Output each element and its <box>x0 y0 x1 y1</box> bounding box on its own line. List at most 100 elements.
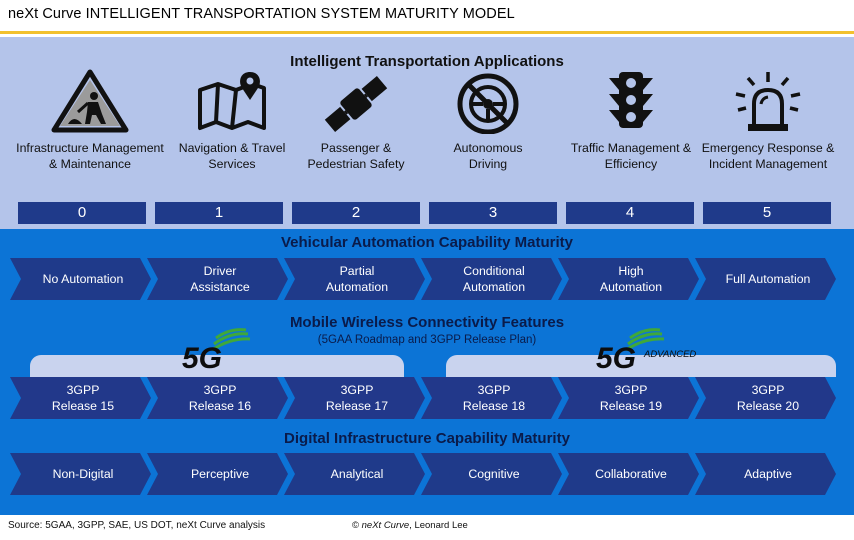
release-chevron-3 <box>421 377 562 419</box>
release-chevron-0 <box>10 377 151 419</box>
satellite-icon <box>324 76 388 132</box>
app-label-line1: Emergency Response & <box>701 141 835 155</box>
emergency-beacon-icon <box>735 72 801 131</box>
5g-advanced-logo-text: 5G <box>596 342 636 372</box>
label-line1: 3GPP <box>203 383 237 397</box>
label-line1: Adaptive <box>744 467 792 481</box>
5g-advanced-bar <box>446 355 836 377</box>
app-passenger-safety: Passenger &Pedestrian Safety <box>276 68 436 172</box>
app-infrastructure: Infrastructure Management & Maintenance <box>10 68 170 172</box>
vehicular-chevron-1 <box>147 258 288 300</box>
wireless-heading: Mobile Wireless Connectivity Features <box>289 314 565 331</box>
label-line2: Release 17 <box>325 399 389 413</box>
label-line1: 3GPP <box>340 383 374 397</box>
diagram-title: neXt Curve INTELLIGENT TRANSPORTATION SY… <box>8 6 515 22</box>
5g-logo: 5G <box>182 328 251 372</box>
label-line1: Driver <box>203 264 237 278</box>
copyright-symbol: © <box>352 520 359 531</box>
vehicular-chevron-2 <box>284 258 425 300</box>
vehicular-label-0: No Automation <box>23 258 143 300</box>
label-line1: Partial <box>339 264 375 278</box>
app-label-line1: Autonomous <box>453 141 523 155</box>
app-label-line2: Driving <box>468 157 508 171</box>
app-label-line2: Incident Management <box>708 157 828 171</box>
digital-chevron-2 <box>284 453 425 495</box>
label-line2: Release 20 <box>736 399 800 413</box>
label-line2: Automation <box>325 280 389 294</box>
digital-label-1: Perceptive <box>160 453 280 495</box>
digital-chevron-3 <box>421 453 562 495</box>
vehicular-chevron-row <box>10 258 836 300</box>
release-chevron-2 <box>284 377 425 419</box>
5g-bar <box>30 355 404 377</box>
level-box-5: 5 <box>703 202 831 224</box>
traffic-light-icon <box>609 72 653 128</box>
app-label-line1: Infrastructure Management <box>16 141 164 155</box>
label-line2: Release 16 <box>188 399 252 413</box>
map-pin-icon <box>198 72 266 130</box>
label-line2: Assistance <box>190 280 250 294</box>
release-label-4: 3GPP Release 19 <box>571 377 691 419</box>
label-line1: Collaborative <box>595 467 667 481</box>
digital-label-0: Non-Digital <box>23 453 143 495</box>
digital-chevron-1 <box>147 453 288 495</box>
vehicular-chevron-5 <box>695 258 836 300</box>
title-underline <box>0 31 854 34</box>
release-label-5: 3GPP Release 20 <box>708 377 828 419</box>
label-line1: 3GPP <box>614 383 648 397</box>
vehicular-label-5: Full Automation <box>708 258 828 300</box>
construction-worker-sign-icon <box>51 69 129 133</box>
label-line1: Perceptive <box>190 467 250 481</box>
digital-heading: Digital Infrastructure Capability Maturi… <box>284 430 570 447</box>
label-line1: Analytical <box>330 467 384 481</box>
app-emergency-response: Emergency Response & Incident Management <box>688 68 848 172</box>
release-chevron-5 <box>695 377 836 419</box>
5g-advanced-logo: 5G ADVANCED <box>596 328 696 372</box>
digital-chevron-4 <box>558 453 699 495</box>
digital-label-5: Adaptive <box>708 453 828 495</box>
copyright-author: , Leonard Lee <box>409 520 468 531</box>
copyright-brand: neXt Curve <box>361 520 410 531</box>
app-label-line1: Navigation & Travel <box>178 141 286 155</box>
digital-label-3: Cognitive <box>434 453 554 495</box>
label-line1: Conditional <box>463 264 525 278</box>
app-label-line2: Services <box>208 157 256 171</box>
app-label-line2: Pedestrian Safety <box>307 157 405 171</box>
vehicular-chevron-0 <box>10 258 151 300</box>
label-line1: 3GPP <box>66 383 100 397</box>
label-line1: 3GPP <box>751 383 785 397</box>
app-label-line2: Efficiency <box>604 157 658 171</box>
label-line1: Non-Digital <box>52 467 114 481</box>
level-box-1: 1 <box>155 202 283 224</box>
label-line2: Release 15 <box>51 399 115 413</box>
release-label-0: 3GPP Release 15 <box>23 377 143 419</box>
label-line2: Release 19 <box>599 399 663 413</box>
level-box-4: 4 <box>566 202 694 224</box>
applications-panel <box>0 37 854 229</box>
digital-label-2: Analytical <box>297 453 417 495</box>
release-chevron-1 <box>147 377 288 419</box>
label-line1: Full Automation <box>725 272 811 286</box>
label-line2: Automation <box>462 280 526 294</box>
release-chevron-row <box>10 377 836 419</box>
digital-label-4: Collaborative <box>571 453 691 495</box>
applications-heading: Intelligent Transportation Applications <box>290 53 564 70</box>
release-label-1: 3GPP Release 16 <box>160 377 280 419</box>
vehicular-heading: Vehicular Automation Capability Maturity <box>281 234 573 251</box>
5g-logo-text: 5G <box>182 342 222 372</box>
source-note: Source: 5GAA, 3GPP, SAE, US DOT, neXt Cu… <box>8 520 266 531</box>
label-line2: Automation <box>599 280 663 294</box>
release-label-2: 3GPP Release 17 <box>297 377 417 419</box>
level-box-0: 0 <box>18 202 146 224</box>
level-box-3: 3 <box>429 202 557 224</box>
copyright-note: © neXt Curve, Leonard Lee <box>352 520 468 531</box>
label-line1: Cognitive <box>468 467 520 481</box>
advanced-word: ADVANCED <box>643 349 696 360</box>
label-line2: Release 18 <box>462 399 526 413</box>
wireless-subheading: (5GAA Roadmap and 3GPP Release Plan) <box>317 334 537 346</box>
app-label-line2: & Maintenance <box>48 157 132 171</box>
